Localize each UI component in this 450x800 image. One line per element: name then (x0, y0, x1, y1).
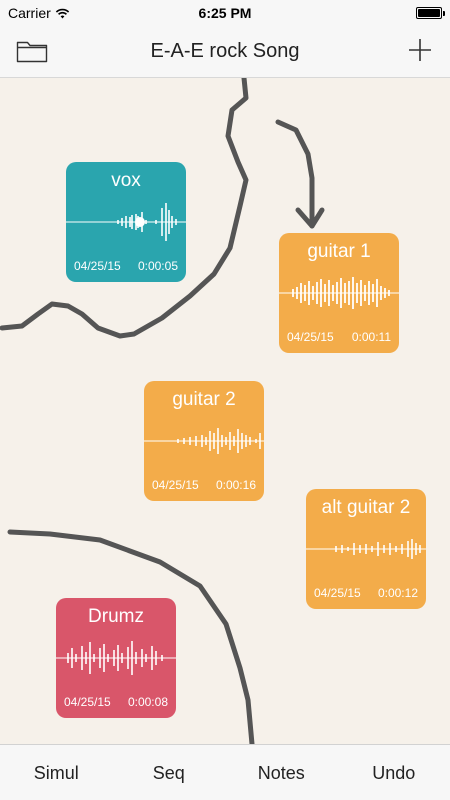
carrier-label: Carrier (8, 5, 51, 21)
waveform-icon (279, 277, 399, 309)
bottom-toolbar: Simul Seq Notes Undo (0, 744, 450, 800)
clip-meta: 04/25/15 0:00:16 (152, 478, 256, 492)
battery-icon (416, 7, 445, 19)
tab-seq[interactable]: Seq (152, 763, 185, 783)
sketch-line-curve (7, 529, 255, 744)
clip-duration: 0:00:08 (127, 695, 168, 709)
clip-name: guitar 1 (307, 241, 371, 262)
clip-drumz[interactable]: Drumz 04/25/15 0:00:08 (56, 598, 176, 718)
clip-duration: 0:00:11 (351, 330, 391, 344)
clip-duration: 0:00:16 (215, 478, 256, 492)
song-title: E-A-E rock Song (150, 40, 300, 62)
sketch-arrowhead (295, 207, 325, 229)
tab-simul[interactable]: Simul (33, 763, 79, 783)
clip-meta: 04/25/15 0:00:08 (64, 695, 168, 709)
carrier-indicator: Carrier (8, 5, 70, 21)
clip-date: 04/25/15 (64, 695, 111, 709)
undo-button[interactable]: Undo (372, 763, 416, 783)
clip-name: vox (111, 170, 141, 191)
clip-meta: 04/25/15 0:00:11 (287, 330, 391, 344)
status-time: 6:25 PM (198, 5, 252, 21)
waveform-icon (66, 203, 186, 241)
waveform-icon (56, 641, 176, 675)
folder-icon[interactable] (16, 38, 48, 64)
clip-guitar-1[interactable]: guitar 1 04/25/15 0:00:11 (279, 233, 399, 353)
clip-name: alt guitar 2 (321, 497, 411, 518)
waveform-icon (144, 428, 264, 454)
clip-alt-guitar-2[interactable]: alt guitar 2 04/25/15 0:00:12 (306, 489, 426, 609)
clip-date: 04/25/15 (74, 259, 121, 273)
clip-date: 04/25/15 (287, 330, 334, 344)
sketch-line-arrow (275, 119, 315, 229)
navigation-bar: E-A-E rock Song (0, 26, 450, 78)
clip-vox[interactable]: vox 04/25/15 0:00:05 (66, 162, 186, 282)
clip-date: 04/25/15 (314, 586, 361, 600)
song-canvas[interactable]: vox 04/25/15 0:00:05 guitar 1 04/25/15 0… (0, 78, 450, 744)
clip-name: Drumz (88, 606, 144, 627)
clip-duration: 0:00:12 (377, 586, 418, 600)
clip-name: guitar 2 (172, 389, 236, 410)
sketch-layer (0, 78, 325, 744)
waveform-icon (306, 539, 426, 559)
clip-meta: 04/25/15 0:00:12 (314, 586, 418, 600)
clip-guitar-2[interactable]: guitar 2 04/25/15 0:00:16 (144, 381, 264, 501)
plus-icon[interactable] (406, 36, 434, 64)
clip-duration: 0:00:05 (137, 259, 178, 273)
clip-meta: 04/25/15 0:00:05 (74, 259, 178, 273)
status-bar: Carrier 6:25 PM (0, 0, 450, 26)
tab-notes[interactable]: Notes (257, 763, 305, 783)
wifi-icon (55, 8, 69, 18)
sketch-line-river (0, 78, 249, 339)
clip-date: 04/25/15 (152, 478, 199, 492)
